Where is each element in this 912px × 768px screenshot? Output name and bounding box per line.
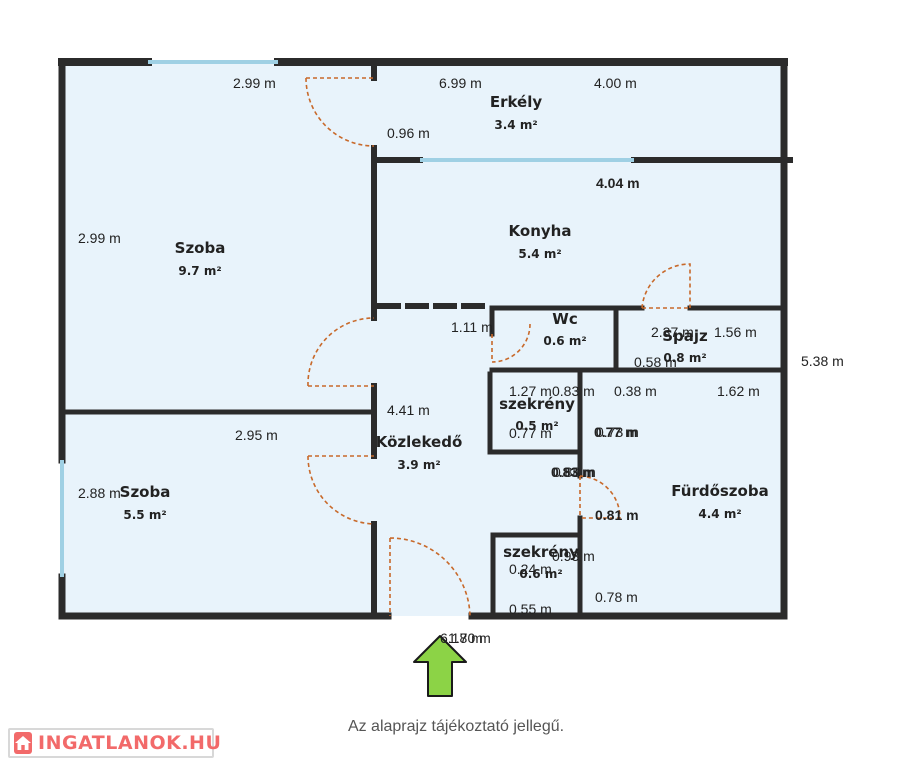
dimension-label: 0.93 m [552, 548, 595, 564]
doors [305, 77, 691, 617]
dimension-label: 0.73 m [596, 424, 639, 440]
room-area: 4.4 m² [698, 507, 741, 521]
dimension-label: 0.38 m [614, 383, 657, 399]
door-furdo [579, 475, 621, 519]
room-area: 3.9 m² [397, 458, 440, 472]
dimension-label: 2.88 m [78, 485, 121, 501]
dimension-label: 2.99 m [233, 75, 276, 91]
dimension-label: 0.77 m [594, 424, 638, 440]
door-szoba-large [307, 317, 375, 387]
door-wc [491, 323, 531, 363]
door-spajz [641, 263, 691, 309]
dimension-label: 0.88 m [553, 464, 596, 480]
logo-text: INGATLANOK.HU [38, 732, 222, 754]
window-top [148, 60, 278, 64]
room-name: szekrény [499, 395, 575, 413]
dimension-label: 1.11 m [451, 319, 493, 335]
dimension-labels: 2.99 m 6.99 m 4.00 m 0.96 m 4.04 m 2.99 … [78, 75, 844, 646]
room-area: 0.5 m² [515, 419, 558, 433]
entrance-arrow-icon [413, 635, 467, 697]
window-left [60, 460, 64, 577]
dimension-label: 0.83 m [552, 383, 595, 399]
room-area: 5.4 m² [518, 247, 561, 261]
dimension-label: 0.58 m [634, 354, 677, 370]
walls [58, 58, 793, 620]
room-name: Szoba [120, 483, 171, 501]
windows [60, 60, 634, 577]
room-name: Fürdőszoba [671, 482, 768, 500]
room-area: 5.5 m² [123, 508, 166, 522]
room-area: 0.8 m² [663, 351, 706, 365]
dimension-label: 5.38 m [801, 353, 844, 369]
room-area: 9.7 m² [178, 264, 221, 278]
room-labels: Szoba 9.7 m² Erkély 3.4 m² Konyha 5.4 m²… [120, 93, 769, 581]
floor-wc [492, 308, 616, 370]
door-erkely [305, 77, 375, 147]
room-name: Erkély [490, 93, 543, 111]
dimension-label: 4.41 m [387, 402, 430, 418]
floor-erkely [374, 62, 784, 160]
door-szoba-small [307, 455, 375, 525]
dimension-label: 0.78 m [595, 589, 638, 605]
dimension-label: 0.81 m [595, 507, 639, 523]
dimension-label: 1.70 m [448, 630, 491, 646]
room-name: Spajz [662, 327, 708, 345]
dimension-label: 4.00 m [594, 75, 637, 91]
dimension-label: 0.83 m [551, 464, 595, 480]
dimension-label: 2.99 m [78, 230, 121, 246]
room-area: 0.6 m² [519, 567, 562, 581]
door-entrance [389, 537, 471, 617]
dimension-label: 0.77 m [509, 425, 552, 441]
dimension-label: 0.96 m [387, 125, 430, 141]
dimension-label: 6.18 m [440, 630, 483, 646]
room-name: Konyha [509, 222, 572, 240]
floor-szoba-large [62, 62, 374, 412]
window-balcony [420, 158, 634, 162]
dimension-label: 0.24 m [509, 561, 552, 577]
floor-spajz [616, 308, 784, 370]
dimension-label: 1.56 m [714, 324, 757, 340]
dimension-label: 1.62 m [717, 383, 760, 399]
floor-konyha [374, 160, 784, 308]
house-icon [14, 732, 32, 754]
dimension-label: 2.37 m [651, 324, 694, 340]
room-area: 0.6 m² [543, 334, 586, 348]
floor-areas [62, 62, 784, 616]
disclaimer-caption: Az alaprajz tájékoztató jellegű. [347, 718, 565, 735]
room-name: szekrény [503, 543, 579, 561]
dimension-label: 1.27 m [509, 383, 552, 399]
room-name: Szoba [175, 239, 226, 257]
room-name: Wc [552, 310, 577, 328]
floor-szoba-small [62, 412, 374, 616]
room-name: Közlekedő [376, 433, 463, 451]
ingatlanok-logo[interactable]: INGATLANOK.HU [8, 728, 221, 758]
dimension-label: 0.55 m [509, 601, 552, 617]
dimension-label: 6.99 m [439, 75, 482, 91]
dimension-label: 2.95 m [235, 427, 278, 443]
room-area: 3.4 m² [494, 118, 537, 132]
floor-furdoszoba [580, 370, 784, 616]
dimension-label: 4.04 m [596, 175, 640, 191]
